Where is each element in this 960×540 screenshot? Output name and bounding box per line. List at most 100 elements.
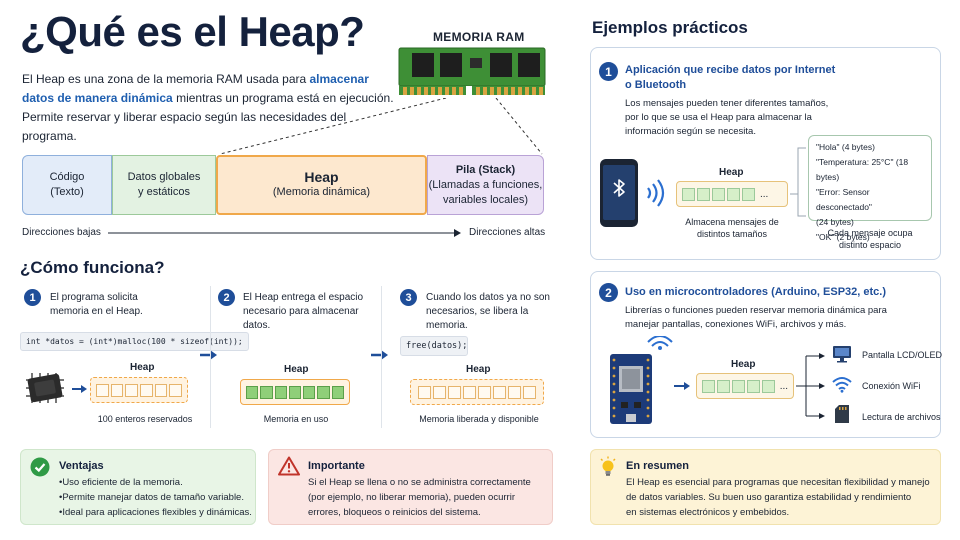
step-3-badge: 3	[400, 289, 417, 306]
warning-icon	[278, 456, 300, 476]
bluetooth-phone-icon	[600, 159, 665, 227]
body-line: información según se necesita.	[625, 126, 756, 137]
heap-cell	[731, 379, 745, 393]
step-line: necesarios, se libera la	[426, 306, 529, 317]
heap-cell	[702, 379, 715, 393]
summary-line: en sistemas electrónicos y embebidos.	[626, 507, 790, 518]
important-title: Importante	[308, 460, 365, 472]
step-line: El Heap entrega el espacio	[243, 292, 364, 303]
step-divider	[381, 286, 382, 428]
heap-cell	[716, 379, 730, 393]
caption-line: distintos tamaños	[696, 229, 768, 239]
example-1-body: Los mensajes pueden tener diferentes tam…	[625, 97, 925, 139]
address-arrow	[108, 229, 461, 237]
message-item: "OK" (2 bytes)	[816, 232, 870, 242]
heap-cell-used	[274, 385, 287, 399]
bracket-connector	[790, 147, 806, 217]
ellipsis: ...	[760, 188, 769, 200]
step-line: Cuando los datos ya no son	[426, 292, 550, 303]
segment-sub: (Memoria dinámica)	[272, 186, 371, 198]
message-item: "Error: Sensor desconectado"	[816, 187, 872, 212]
step-line: datos.	[243, 320, 271, 331]
esp32-board-icon	[610, 336, 673, 424]
segment-sub: y estáticos	[138, 186, 190, 198]
advantages-list: •Uso eficiente de la memoria. •Permite m…	[59, 475, 255, 520]
heap-cell	[125, 383, 138, 397]
heap-cell-used	[317, 385, 330, 399]
page-title: ¿Qué es el Heap?	[20, 8, 365, 55]
address-high-label: Direcciones altas	[469, 227, 546, 238]
segment-title: Datos globales	[127, 171, 201, 183]
important-line: errores, bloqueos o reinicios del sistem…	[308, 507, 481, 518]
monitor-icon	[833, 346, 851, 363]
important-line: Si el Heap se llena o no se administra c…	[308, 477, 531, 488]
heap-cell	[746, 379, 760, 393]
intro-part-2: mientras un programa está en ejecución.	[172, 91, 394, 105]
intro-text: El Heap es una zona de la memoria RAM us…	[22, 70, 402, 146]
message-item: "Hola" (4 bytes)	[816, 142, 875, 152]
step-line: El programa solicita	[50, 292, 138, 303]
heap-cell	[493, 385, 506, 399]
caption-line: distinto espacio	[838, 240, 902, 250]
ram-zoom-lines	[219, 98, 543, 155]
sd-card-icon	[835, 405, 849, 423]
important-text: Si el Heap se llena o no se administra c…	[308, 475, 550, 520]
summary-line: de datos variables. Su buen uso garantiz…	[626, 492, 912, 503]
heap-cell-used	[260, 385, 273, 399]
heap-cell	[697, 187, 710, 201]
output-wifi-label: Conexión WiFi	[862, 381, 921, 391]
segment-title: Heap	[304, 169, 339, 185]
heap-cell	[742, 187, 755, 201]
fanout-connector	[796, 353, 825, 419]
memory-segment-code: Código (Texto)	[22, 155, 112, 215]
body-line: por lo que se usa el Heap para almacenar…	[625, 112, 812, 123]
messages-box: "Hola" (4 bytes) "Temperatura: 25°C" (18…	[808, 135, 932, 242]
example-2-title: Uso en microcontroladores (Arduino, ESP3…	[625, 286, 886, 298]
step-1-caption: 100 enteros reservados	[97, 414, 193, 424]
heap-cell	[95, 383, 109, 397]
example-1-badge: 1	[599, 62, 618, 81]
advantage-item: •Ideal para aplicaciones flexibles y din…	[59, 507, 252, 518]
step-2-heap-block	[240, 379, 350, 405]
heap-cell	[478, 385, 491, 399]
example-1-heap-label: Heap	[719, 167, 744, 178]
heap-cell-used	[303, 385, 316, 399]
heap-cell	[110, 383, 124, 397]
summary-line: El Heap es esencial para programas que n…	[626, 477, 930, 488]
check-circle-icon	[30, 457, 50, 477]
step-1-badge: 1	[24, 289, 41, 306]
summary-card: En resumen El Heap es esencial para prog…	[590, 449, 941, 525]
body-line: Los mensajes pueden tener diferentes tam…	[625, 98, 829, 109]
step-2-text: El Heap entrega el espacio necesario par…	[243, 291, 383, 333]
segment-title: Pila (Stack)	[455, 163, 516, 176]
advantage-item: •Uso eficiente de la memoria.	[59, 477, 183, 488]
memory-segment-stack: Pila (Stack) (Llamadas a funciones, vari…	[427, 155, 544, 215]
body-line: manejar pantallas, conexiones WiFi, arch…	[625, 319, 847, 330]
example-2-body: Librerías o funciones pueden reservar me…	[625, 304, 935, 332]
step-1-heap-block	[90, 377, 188, 403]
malloc-code: int *datos = (int*)malloc(100 * sizeof(i…	[20, 332, 249, 351]
messages-caption: Cada mensaje ocupa distinto espacio	[810, 227, 930, 251]
cpu-chip-icon	[26, 373, 64, 403]
step-2-heap-label: Heap	[284, 364, 309, 375]
heap-cell	[523, 385, 536, 399]
message-item: "Temperatura: 25°C" (18 bytes)	[816, 157, 909, 182]
intro-part-1: El Heap es una zona de la memoria RAM us…	[22, 72, 310, 86]
heap-cell	[727, 187, 740, 201]
step-line: memoria.	[426, 320, 468, 331]
segment-sub: variables locales)	[443, 193, 528, 206]
intro-part-3: Permite reservar y liberar espacio según…	[22, 110, 347, 143]
example-1-heap-block: ...	[676, 181, 788, 207]
heap-cell	[712, 187, 725, 201]
step-line: necesario para almacenar	[243, 306, 359, 317]
memory-segment-heap: Heap (Memoria dinámica)	[216, 155, 427, 215]
example-1-caption: Almacena mensajes de distintos tamaños	[676, 216, 788, 240]
ram-module-icon	[398, 47, 546, 96]
intro-highlight: almacenar datos de manera dinámica	[22, 72, 369, 105]
step-2-caption: Memoria en uso	[263, 414, 329, 424]
heap-cell	[508, 385, 521, 399]
heap-cell-used	[288, 385, 302, 399]
ram-label: MEMORIA RAM	[433, 30, 525, 44]
heap-cell	[448, 385, 461, 399]
example-2-heap-label: Heap	[731, 359, 756, 370]
